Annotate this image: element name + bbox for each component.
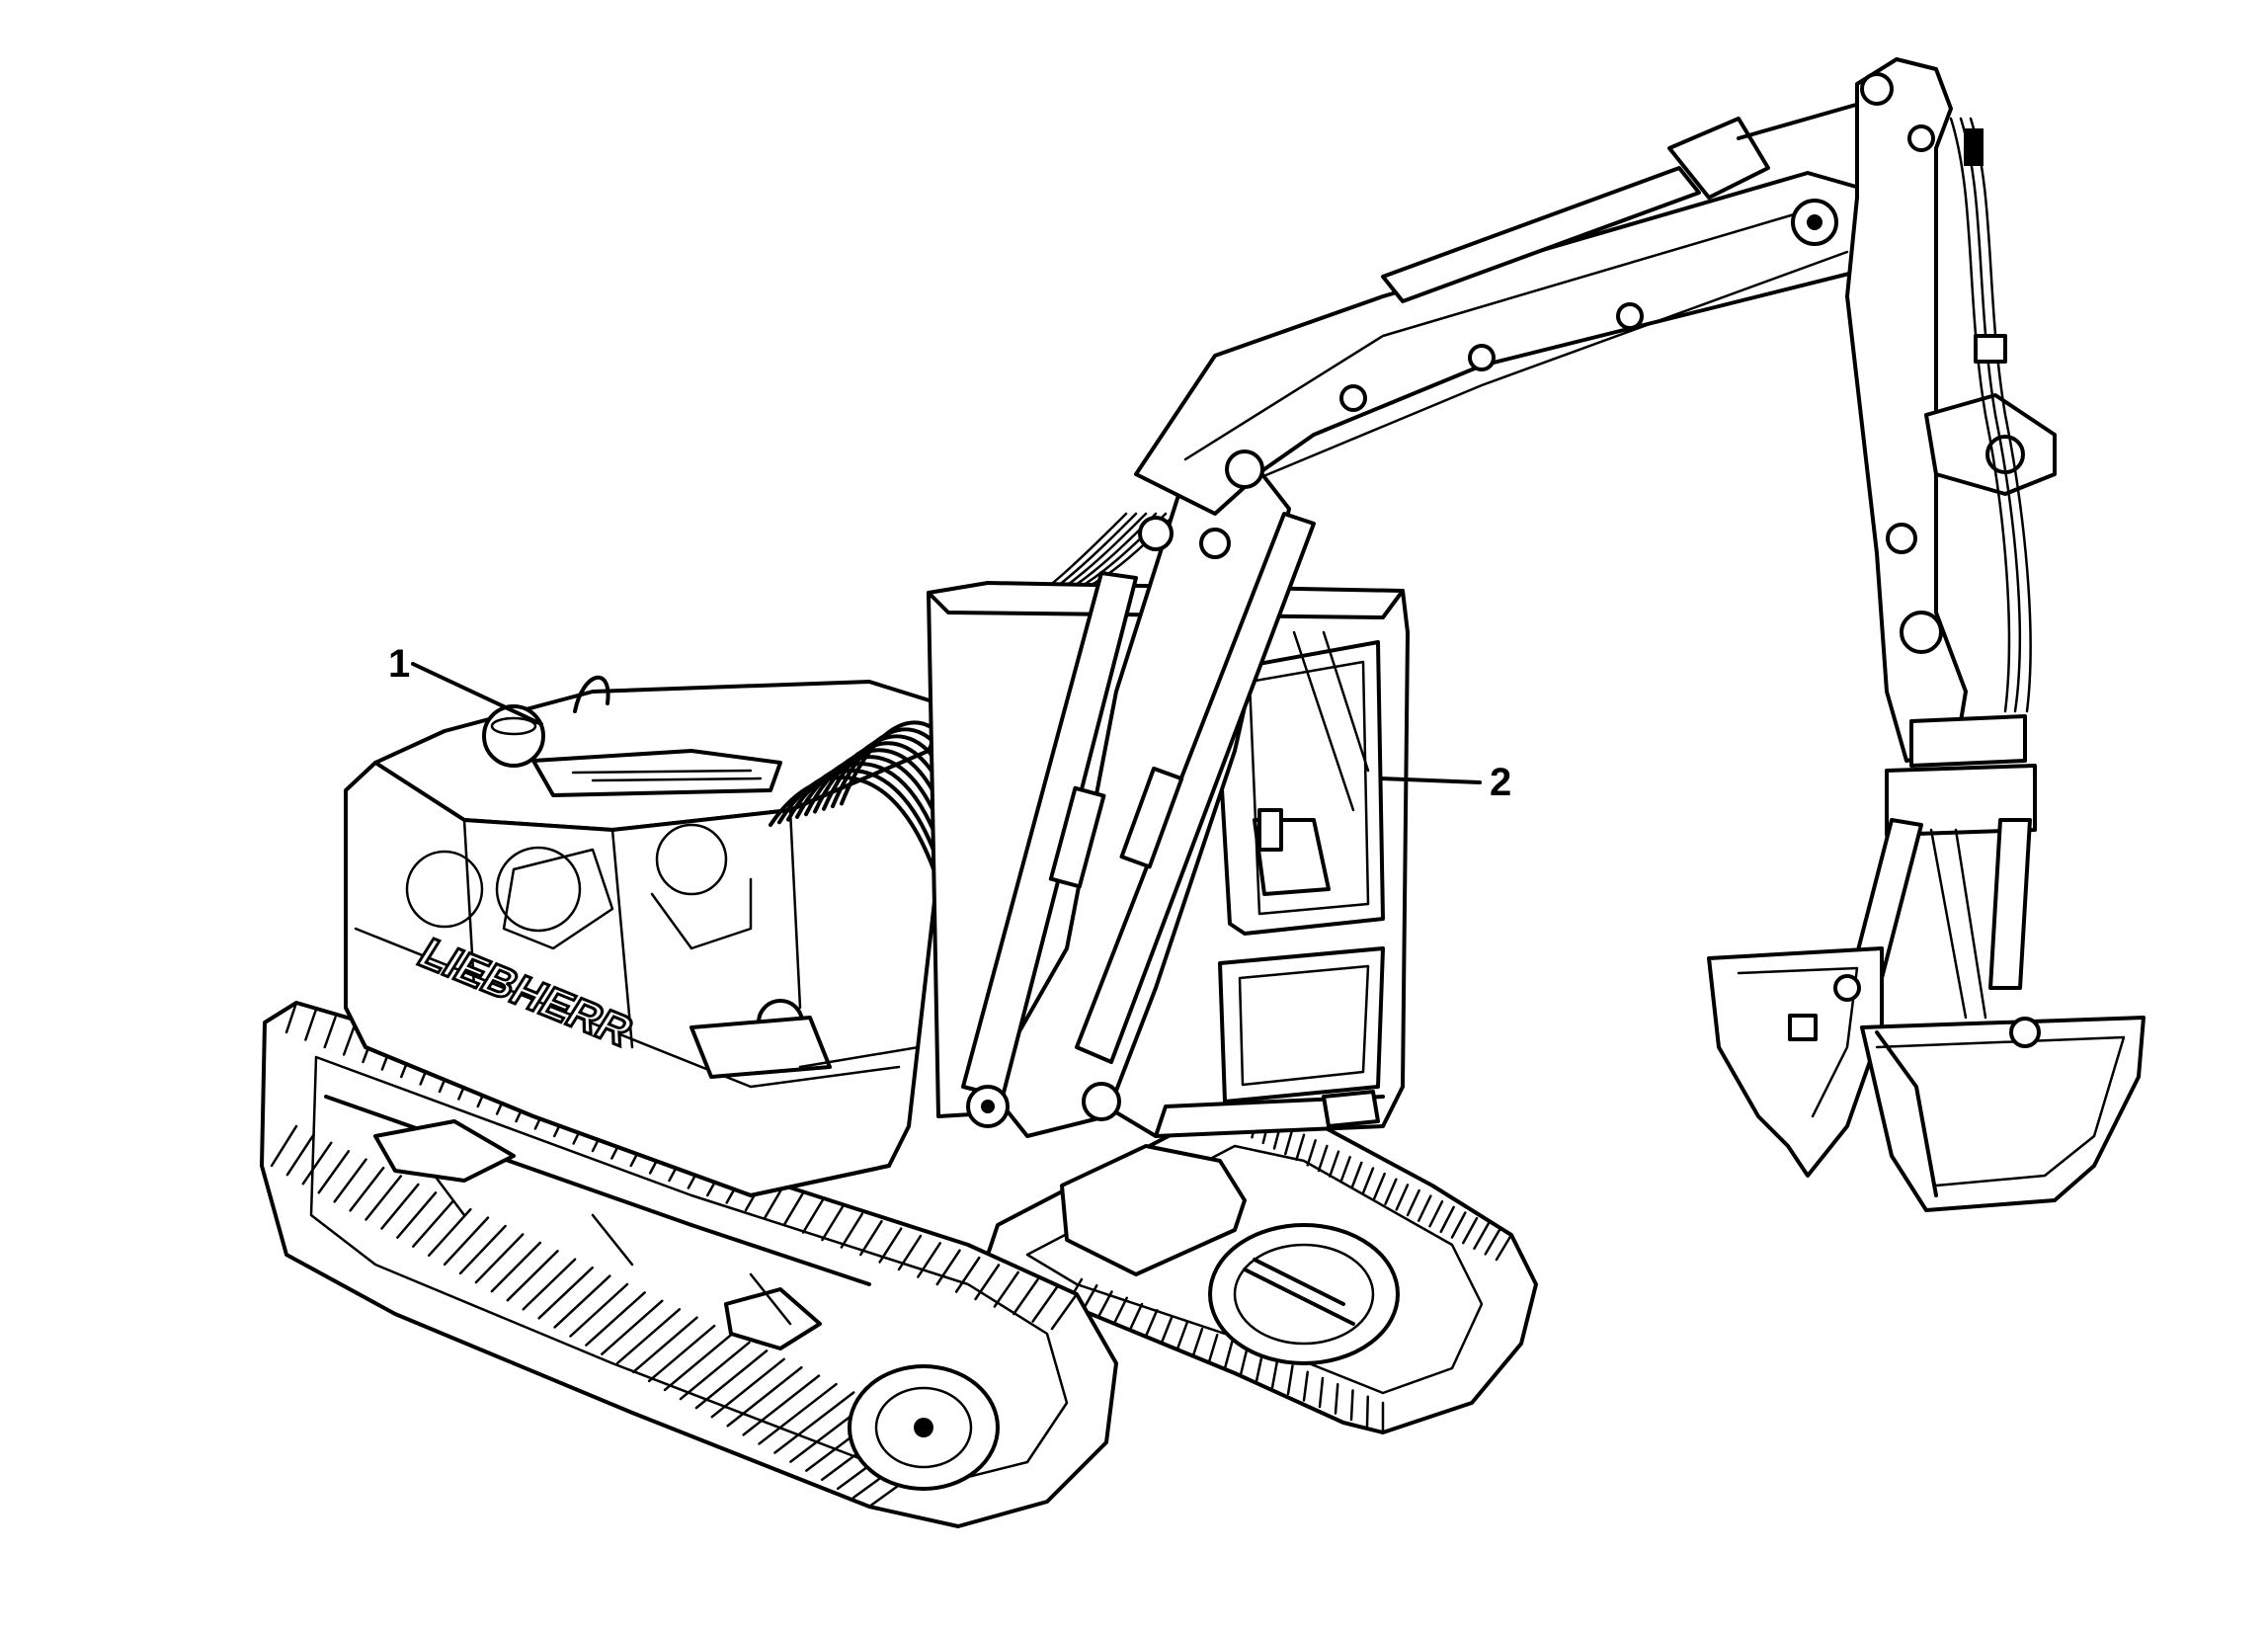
- leader-line-2: [1379, 777, 1482, 784]
- callout-2-label: 2: [1490, 761, 1511, 804]
- clamshell-bucket: [1707, 714, 2146, 1212]
- right-track: [986, 1100, 1538, 1434]
- stick: [1845, 57, 2057, 763]
- leader-line-1: [411, 662, 543, 726]
- boom: [961, 97, 1899, 1138]
- callout-1-label: 1: [388, 642, 410, 686]
- callout-1: 1: [388, 642, 543, 726]
- left-track: [260, 1001, 1118, 1528]
- callout-2: 2: [1379, 761, 1511, 804]
